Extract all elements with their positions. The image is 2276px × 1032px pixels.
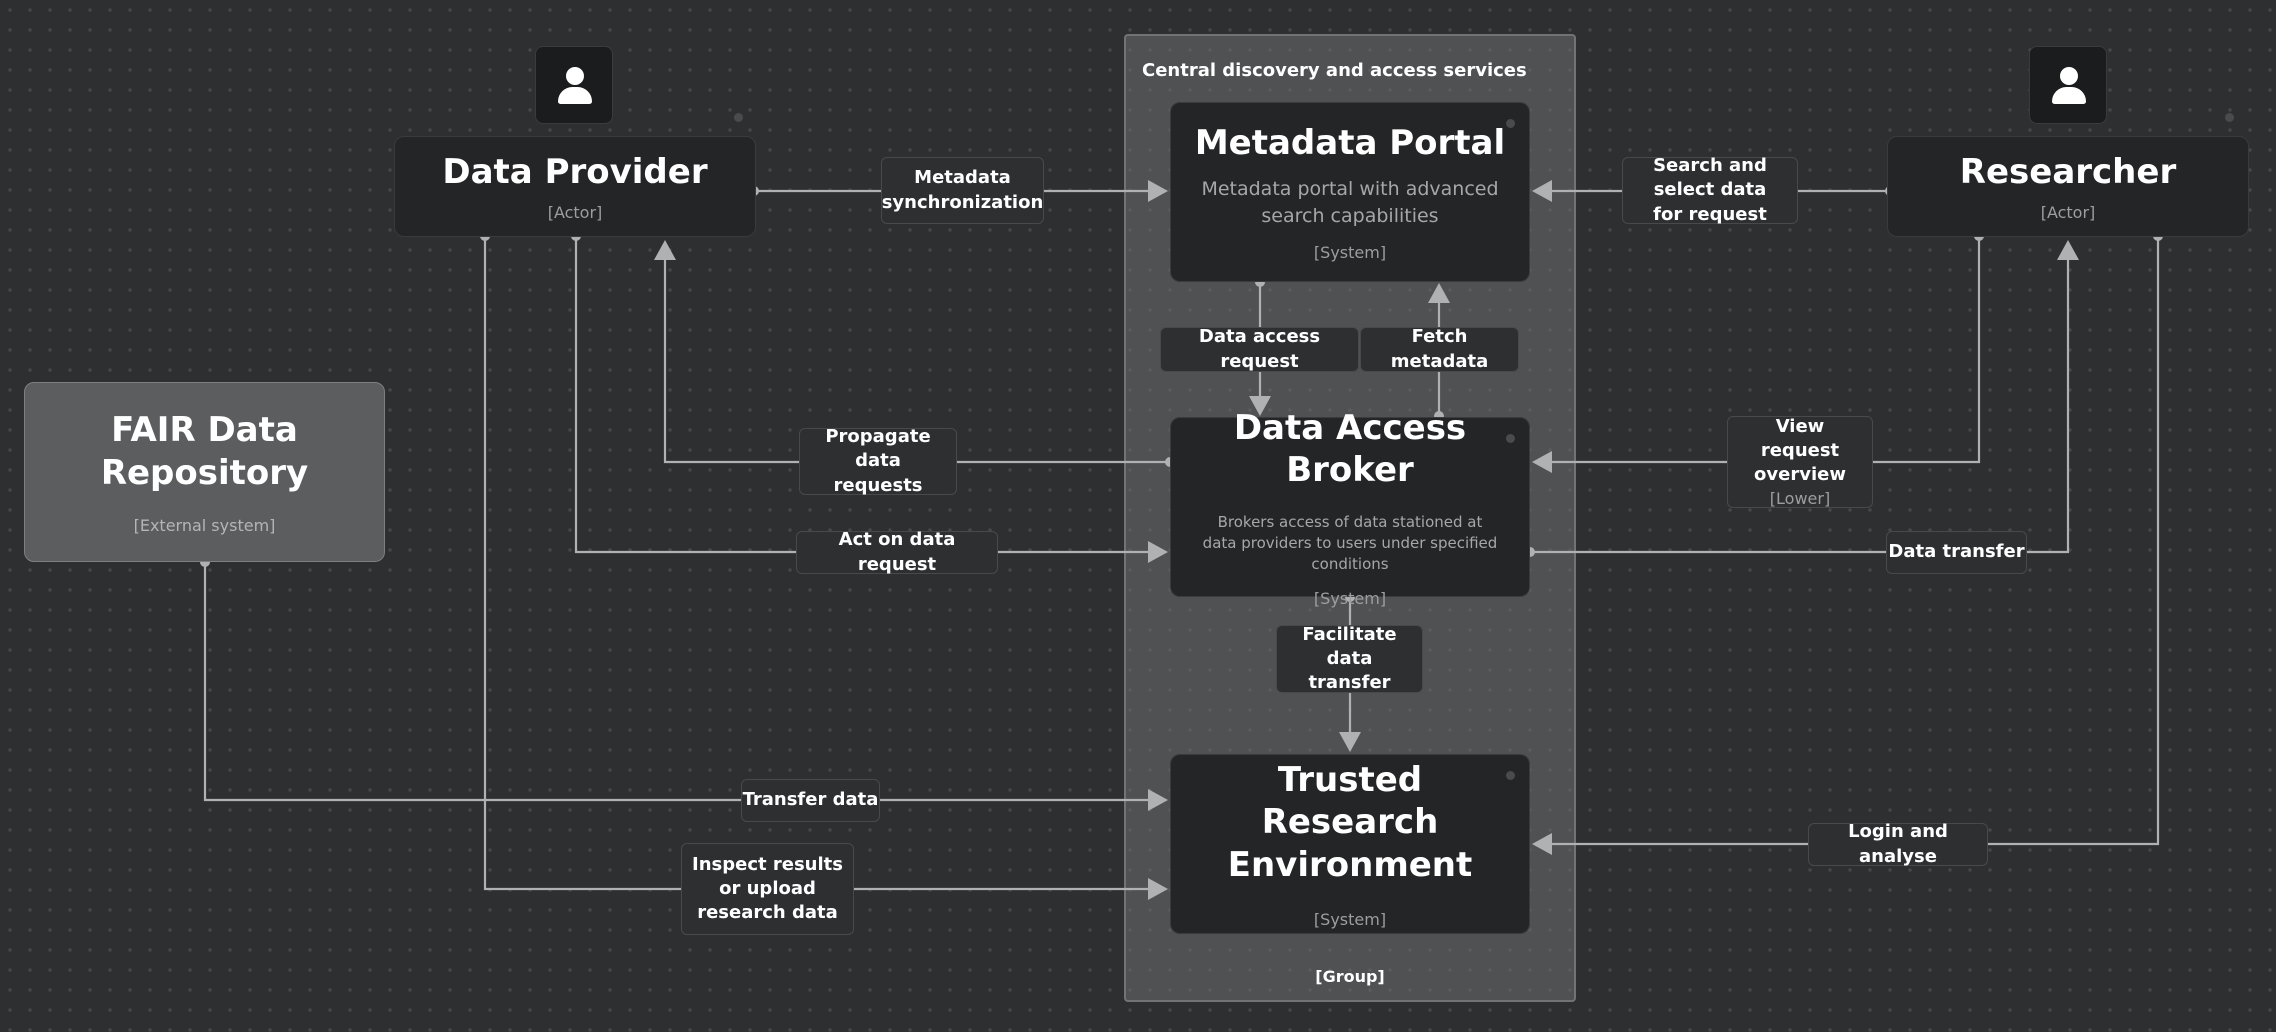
- node-title: Trusted Research Environment: [1227, 759, 1473, 885]
- node-type: [Actor]: [2040, 203, 2096, 223]
- edge-label-text: Data transfer: [1888, 541, 2025, 563]
- edge-label-text: Metadata synchronization: [881, 167, 1044, 213]
- arrowhead: [1148, 878, 1168, 900]
- corner-dot: [1506, 771, 1515, 780]
- edge-label-technology: [Lower]: [1769, 488, 1831, 508]
- wire-act-on-request: [571, 231, 1168, 563]
- group-type: [Group]: [1315, 967, 1385, 986]
- arrowhead: [1249, 396, 1271, 416]
- edge-label-text: Fetch metadata: [1390, 326, 1489, 372]
- person-icon-researcher: [2029, 46, 2107, 124]
- edge-label-search-and-select[interactable]: Search and select data for request: [1622, 155, 1798, 225]
- node-description: Brokers access of data stationed at data…: [1202, 512, 1498, 573]
- edge-label-text: View request overview: [1754, 415, 1846, 486]
- edge-label-text: Propagate data requests: [825, 426, 931, 496]
- group-label: Central discovery and access services: [1142, 60, 1527, 81]
- arrowhead: [654, 240, 676, 260]
- node-description: Metadata portal with advanced search cap…: [1201, 178, 1499, 227]
- edge-label-act-on-data-request[interactable]: Act on data request: [796, 529, 998, 575]
- edge-label-data-transfer[interactable]: Data transfer: [1886, 531, 2027, 574]
- node-type: [Actor]: [547, 203, 603, 223]
- edge-label-text: Transfer data: [742, 789, 879, 811]
- edge-label-text: Inspect results or upload research data: [692, 853, 843, 924]
- arrowhead: [1148, 541, 1168, 563]
- node-researcher[interactable]: Researcher [Actor]: [1887, 113, 2249, 237]
- node-title: Metadata Portal: [1194, 122, 1506, 163]
- edge-label-text: Login and analyse: [1848, 821, 1948, 867]
- edge-label-data-access-request[interactable]: Data access request: [1160, 326, 1359, 372]
- edge-label-view-request-overview[interactable]: View request overview [Lower]: [1727, 416, 1873, 508]
- edge-label-text: Search and select data for request: [1653, 155, 1767, 225]
- edge-label-metadata-synchronization[interactable]: Metadata synchronization: [881, 157, 1044, 224]
- wire-data-transfer: [1525, 240, 2079, 557]
- node-type: [System]: [1313, 243, 1387, 263]
- wire-transfer-data: [200, 557, 1168, 811]
- arrowhead: [1532, 833, 1552, 855]
- node-fair-data-repository[interactable]: FAIR Data Repository [External system]: [24, 382, 385, 562]
- edge-label-transfer-data[interactable]: Transfer data: [741, 779, 880, 822]
- node-type: [System]: [1313, 588, 1387, 608]
- edge-label-text: Facilitate data transfer: [1302, 623, 1397, 694]
- corner-dot: [1506, 119, 1515, 128]
- arrowhead: [1428, 283, 1450, 303]
- edge-label-text: Data access request: [1198, 326, 1321, 372]
- corner-dot: [734, 113, 743, 122]
- edge-label-fetch-metadata[interactable]: Fetch metadata: [1360, 326, 1519, 372]
- edge-label-text: Act on data request: [838, 529, 956, 575]
- node-data-access-broker[interactable]: Data Access Broker Brokers access of dat…: [1170, 408, 1530, 608]
- corner-dot: [2225, 113, 2234, 122]
- arrowhead: [1148, 789, 1168, 811]
- arrowhead: [1532, 180, 1552, 202]
- node-title: Data Access Broker: [1233, 407, 1467, 491]
- edge-label-login-and-analyse[interactable]: Login and analyse: [1808, 821, 1988, 867]
- node-metadata-portal[interactable]: Metadata Portal Metadata portal with adv…: [1170, 102, 1530, 282]
- edge-label-propagate-data-requests[interactable]: Propagate data requests: [799, 426, 957, 496]
- node-type: [System]: [1313, 910, 1387, 930]
- arrowhead: [1339, 732, 1361, 752]
- node-title: Researcher: [1959, 151, 2177, 192]
- corner-dot: [1506, 434, 1515, 443]
- edge-label-inspect-results[interactable]: Inspect results or upload research data: [681, 843, 854, 935]
- arrowhead: [1532, 451, 1552, 473]
- arrowhead: [2057, 240, 2079, 260]
- node-type: [External system]: [133, 516, 276, 535]
- arrowhead: [1148, 180, 1168, 202]
- edge-label-facilitate-data-transfer[interactable]: Facilitate data transfer: [1276, 623, 1423, 694]
- node-title: FAIR Data Repository: [100, 410, 309, 493]
- node-title: Data Provider: [442, 151, 708, 192]
- node-trusted-research-environment[interactable]: Trusted Research Environment [System]: [1170, 754, 1530, 934]
- person-icon-data-provider: [535, 46, 613, 124]
- node-data-provider[interactable]: Data Provider [Actor]: [394, 113, 756, 237]
